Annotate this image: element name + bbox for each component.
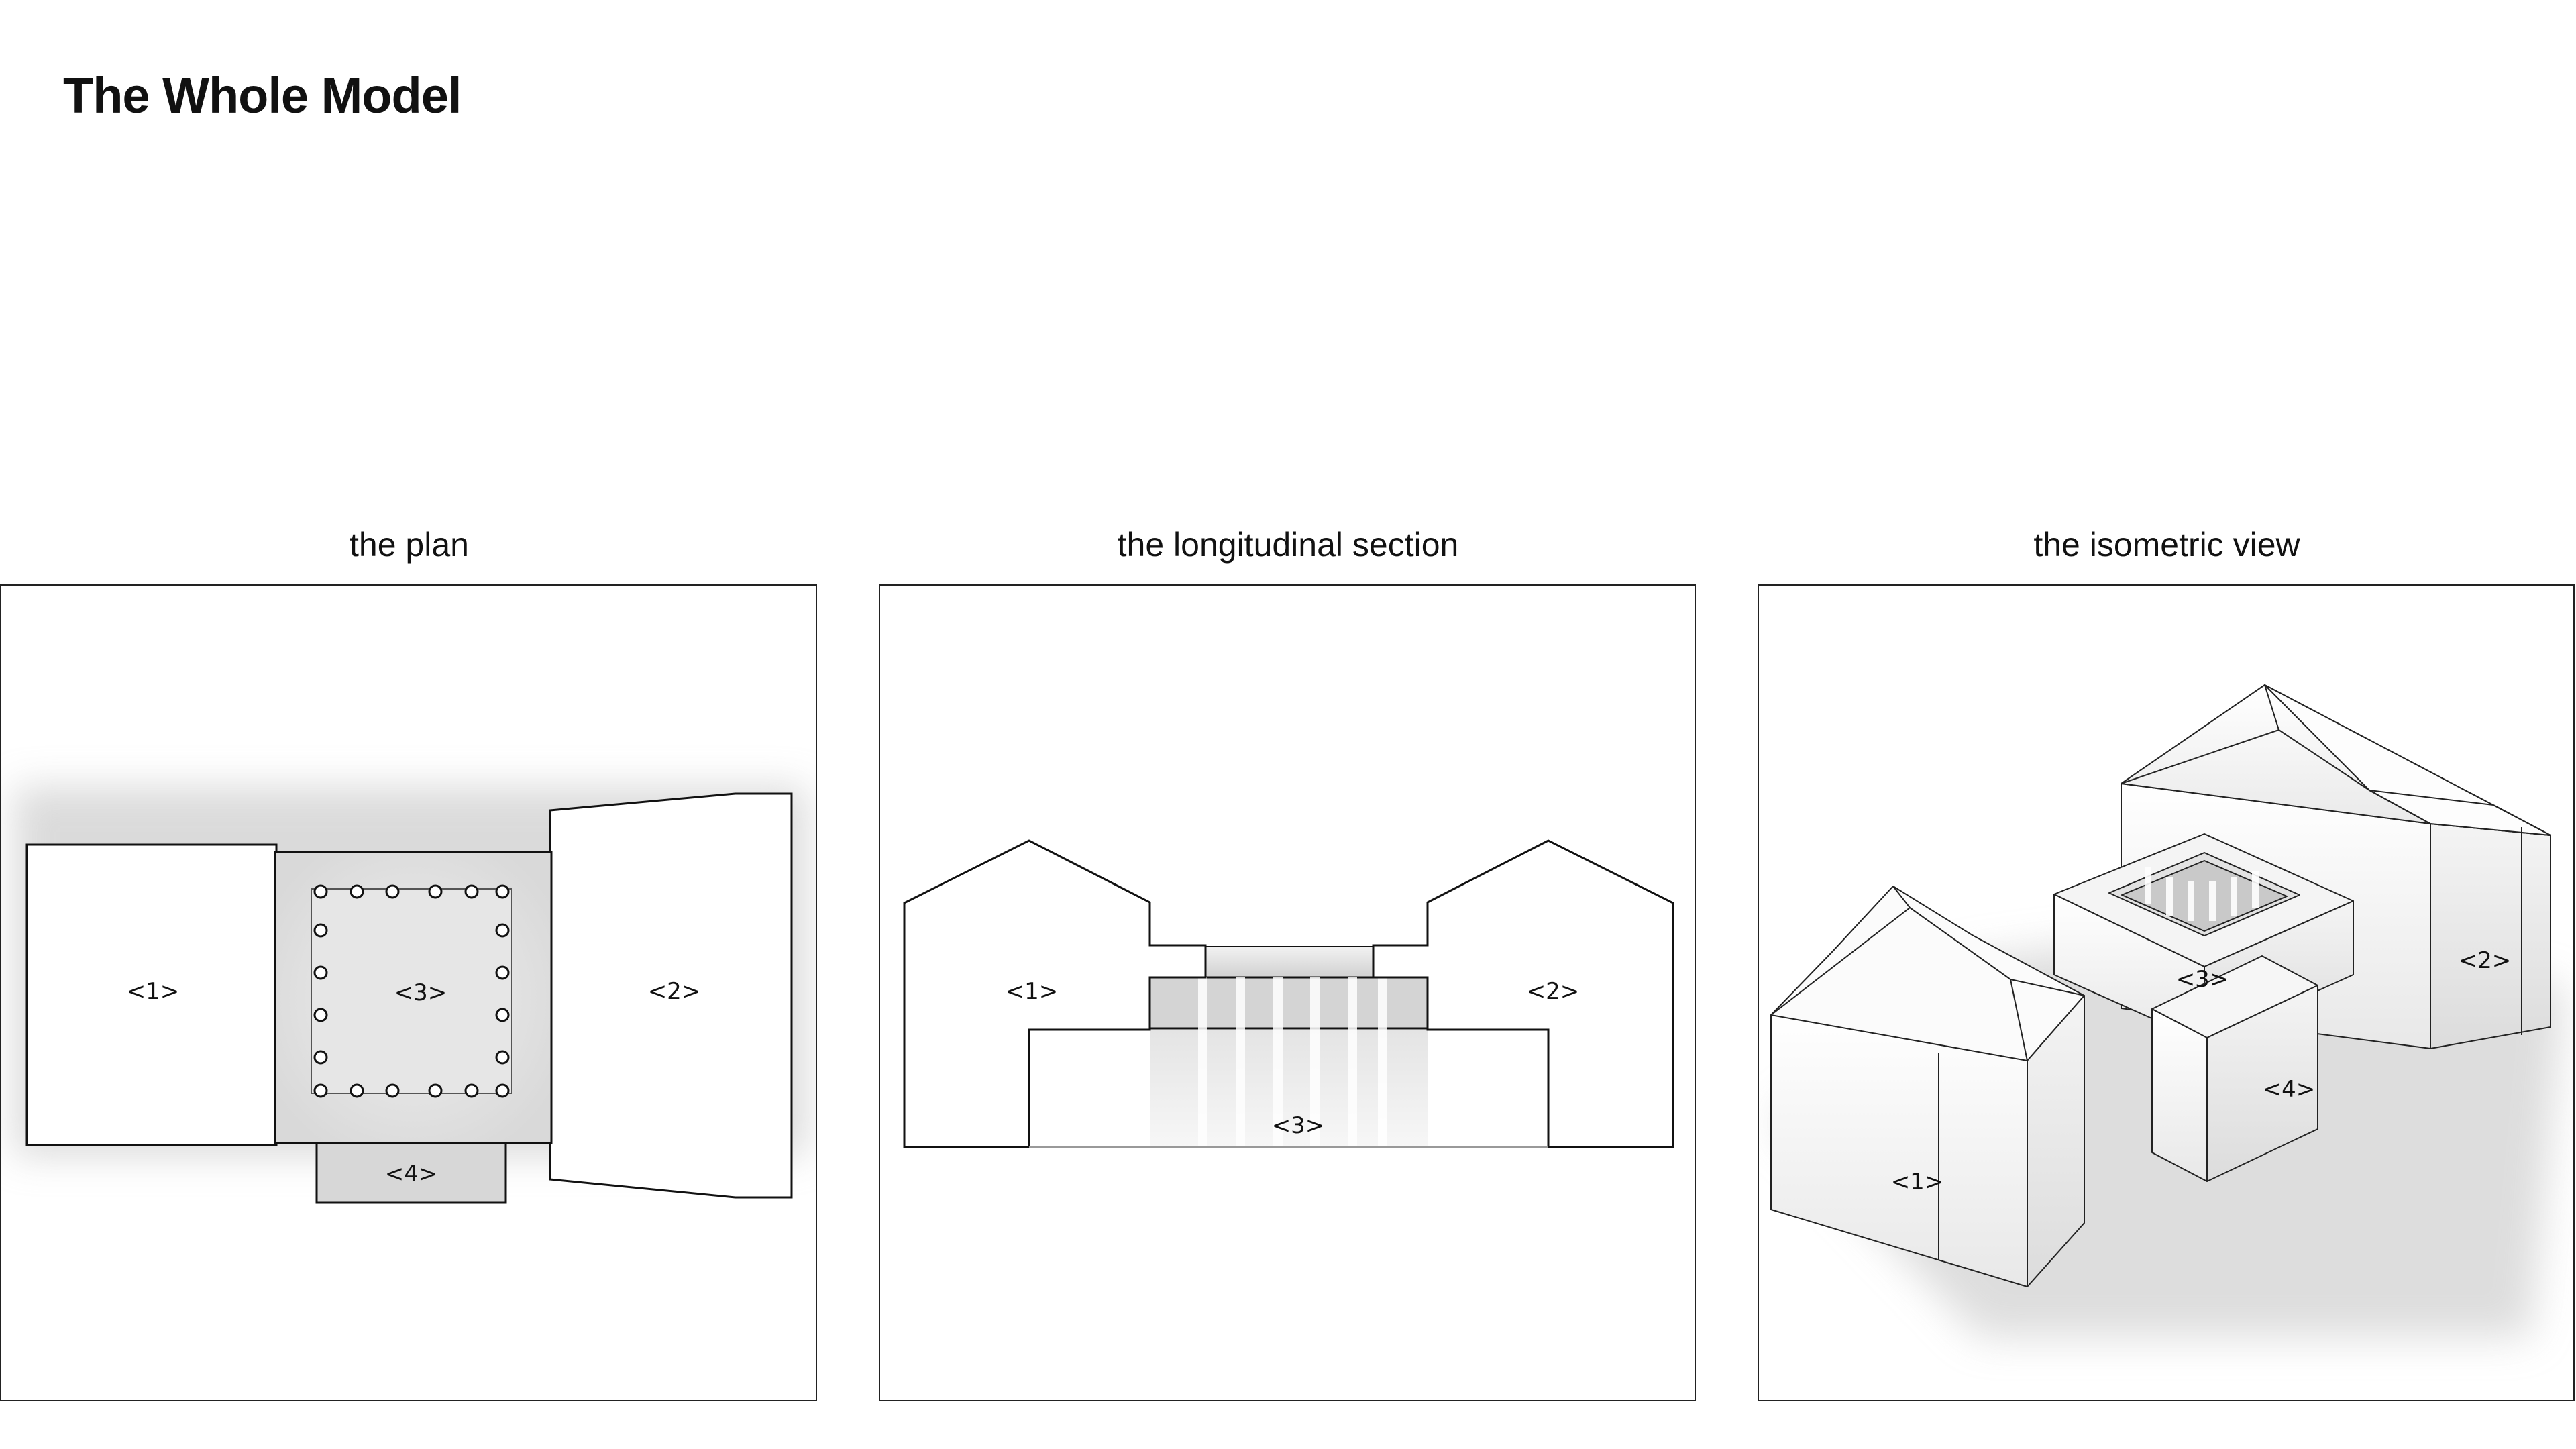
plan-volume-1: [25, 843, 278, 1146]
plan-panel: <1> <2> <3> <4>: [0, 584, 817, 1401]
section-light-columns: [1198, 977, 1387, 1147]
plan-volume-2: [549, 792, 793, 1199]
plan-label-1: <1>: [127, 978, 180, 1005]
isometric-caption: the isometric view: [2033, 526, 2300, 564]
page-title: The Whole Model: [63, 68, 462, 123]
plan-drawing: <1> <2> <3> <4>: [15, 787, 806, 1204]
isometric-panel: <1> <2> <3> <4>: [1758, 584, 2575, 1401]
iso-volume-1: [1770, 885, 2085, 1287]
section-panel: <1> <2> <3>: [879, 584, 1696, 1401]
section-label-2: <2>: [1527, 978, 1580, 1005]
plan-label-4: <4>: [385, 1161, 438, 1187]
section-upper-void: [1205, 946, 1374, 979]
section-caption: the longitudinal section: [1117, 526, 1459, 564]
plan-label-2: <2>: [648, 978, 701, 1005]
isometric-drawing: <1> <2> <3> <4>: [1770, 684, 2564, 1337]
plan-columns: [313, 884, 510, 1098]
iso-label-3: <3>: [2176, 966, 2229, 993]
section-drawing: <1> <2> <3>: [903, 839, 1674, 1148]
iso-label-4: <4>: [2263, 1076, 2316, 1103]
iso-volume-4: [2151, 955, 2318, 1182]
iso-label-2: <2>: [2459, 947, 2512, 974]
section-volume-2: [1372, 839, 1674, 1148]
section-label-1: <1>: [1006, 978, 1059, 1005]
plan-court-void: [311, 888, 512, 1094]
plan-caption: the plan: [350, 526, 469, 564]
plan-label-3: <3>: [394, 979, 447, 1006]
section-label-3: <3>: [1272, 1112, 1325, 1139]
section-volume-1: [903, 839, 1207, 1148]
iso-label-1: <1>: [1891, 1169, 1944, 1195]
